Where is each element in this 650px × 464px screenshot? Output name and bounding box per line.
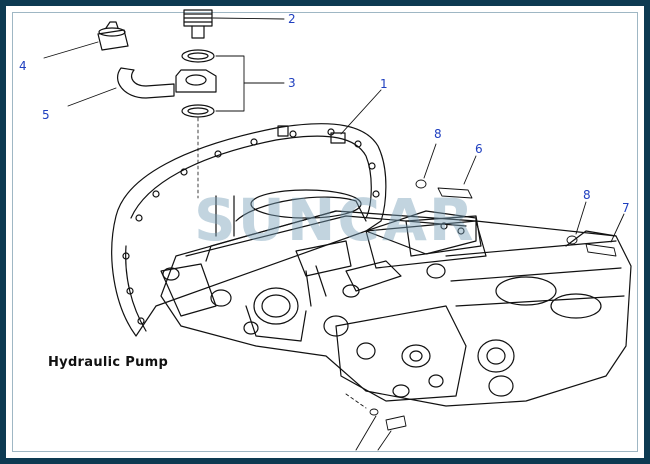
pump-drawing [43, 9, 632, 451]
callout-4: 4 [19, 59, 27, 73]
diagram-border [12, 12, 638, 452]
callout-8-right: 8 [583, 188, 591, 202]
callout-10: 10 [329, 457, 345, 464]
callout-3: 3 [288, 76, 296, 90]
callout-5: 5 [42, 108, 50, 122]
part-3-flange [175, 49, 285, 199]
pump-body [160, 189, 632, 407]
callout-6: 6 [475, 142, 483, 156]
callout-8-upper: 8 [434, 127, 442, 141]
leader-lines [340, 89, 625, 451]
watermark: SUNCAR [194, 186, 476, 254]
part-4-cap [43, 21, 129, 59]
callout-1: 1 [380, 77, 388, 91]
diagram-caption: Hydraulic Pump [48, 355, 169, 370]
part-2-fitting [183, 9, 285, 39]
flywheel-housing [111, 123, 387, 337]
callout-7: 7 [622, 201, 630, 215]
callout-2: 2 [288, 12, 296, 26]
part-5-tube [67, 67, 175, 107]
